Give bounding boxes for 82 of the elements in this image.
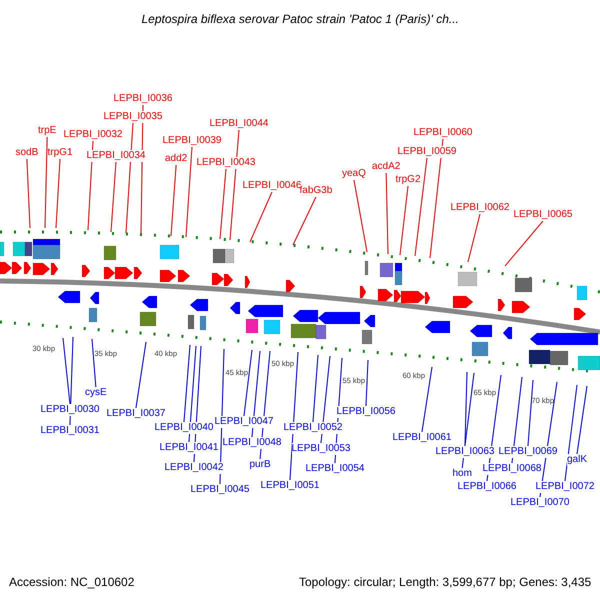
leader-line [365,360,368,406]
gene-label: LEPBI_I0042 [164,462,224,474]
leader-line [527,380,534,446]
gene-label: LEPBI_I0065 [514,209,572,221]
gene-label: LEPBI_I0046 [242,180,302,192]
footer-text: Topology: circular; Length: 3,599,677 bp; Genes: 3,435 [299,576,592,588]
leader-line [88,140,94,230]
leader-line [251,350,260,438]
gene-label: LEPBI_I0052 [284,422,342,434]
leader-line [504,220,544,266]
gene-label: LEPBI_I0056 [336,406,396,418]
leader-line [400,186,408,256]
leader-line [462,372,474,468]
leader-line [135,342,146,408]
leader-line [243,350,252,416]
gene-label: LEPBI_I0059 [398,146,456,158]
gene-label: LEPBI_I0047 [214,416,274,428]
leader-line [320,356,330,444]
gene-label: LEPBI_I0066 [458,481,516,493]
leader-line [62,338,70,404]
gene-label: LEPBI_I0032 [64,129,122,141]
gene-label: trpG2 [396,174,421,186]
leader-line [126,122,134,234]
leader-line [289,352,298,480]
leader-line [386,172,388,254]
gene-label: LEPBI_I0068 [482,463,542,475]
gene-label: LEPBI_I0060 [414,127,472,139]
leader-line [564,384,578,482]
gene-label: LEPBI_I0040 [154,422,214,434]
gene-label: LEPBI_I0041 [160,442,218,454]
leader-line [430,138,444,258]
leader-line [44,136,48,228]
leader-line [183,344,190,422]
gene-label: LEPBI_I0035 [104,111,162,123]
gene-label: fabG3b [300,185,332,197]
gene-label: LEPBI_I0031 [40,425,100,437]
footer-text: Accession: NC_010602 [9,576,134,588]
leader-line [56,158,60,228]
leader-line [110,162,116,232]
leader-line [464,372,468,446]
leader-line [250,192,272,242]
gene-label: galK [567,454,588,466]
gene-label: LEPBI_I0048 [222,437,282,449]
leader-line [292,196,316,246]
leader-line [421,366,432,432]
gene-label: LEPBI_I0069 [498,446,558,458]
gene-label: trpE [38,125,56,137]
gene-label: LEPBI_I0034 [86,150,146,162]
gene-label: LEPBI_I0037 [106,408,166,420]
leader-line [26,158,30,228]
gene-label: LEPBI_I0053 [292,443,350,455]
leader-line [92,338,96,388]
leader-line [230,130,240,240]
leader-line [188,346,196,442]
leader-line [576,386,588,454]
title: Leptospira biflexa serovar Patoc strain 'Patoc 1 (Paris)' ch... [142,13,459,25]
gene-label: cysE [85,387,107,399]
gene-label: LEPBI_I0039 [162,135,222,147]
leader-line [170,164,177,236]
leader-line [220,168,226,240]
gene-label: LEPBI_I0062 [450,202,510,214]
leader-line [468,214,480,262]
gene-label: yeaQ [342,168,366,180]
gene-label: LEPBI_I0045 [190,484,250,496]
gene-label: LEPBI_I0044 [210,118,268,130]
gene-label: LEPBI_I0036 [114,93,172,105]
gene-label: LEPBI_I0051 [260,480,320,492]
gene-label: LEPBI_I0030 [40,404,100,416]
gene-label: LEPBI_I0054 [306,463,364,475]
leader-line [312,354,318,422]
leader-line [414,158,428,256]
leader-line [69,336,74,426]
gene-label: LEPBI_I0072 [536,481,594,493]
gene-label: LEPBI_I0061 [392,432,452,444]
gene-label: LEPBI_I0063 [436,446,494,458]
gene-label: trpG1 [48,147,73,159]
gene-label: LEPBI_I0043 [196,157,256,169]
gene-label: LEPBI_I0070 [510,497,570,509]
leader-line [511,376,522,464]
leader-line [353,180,368,252]
leader-line [186,146,192,238]
gene-label: purB [250,459,271,471]
